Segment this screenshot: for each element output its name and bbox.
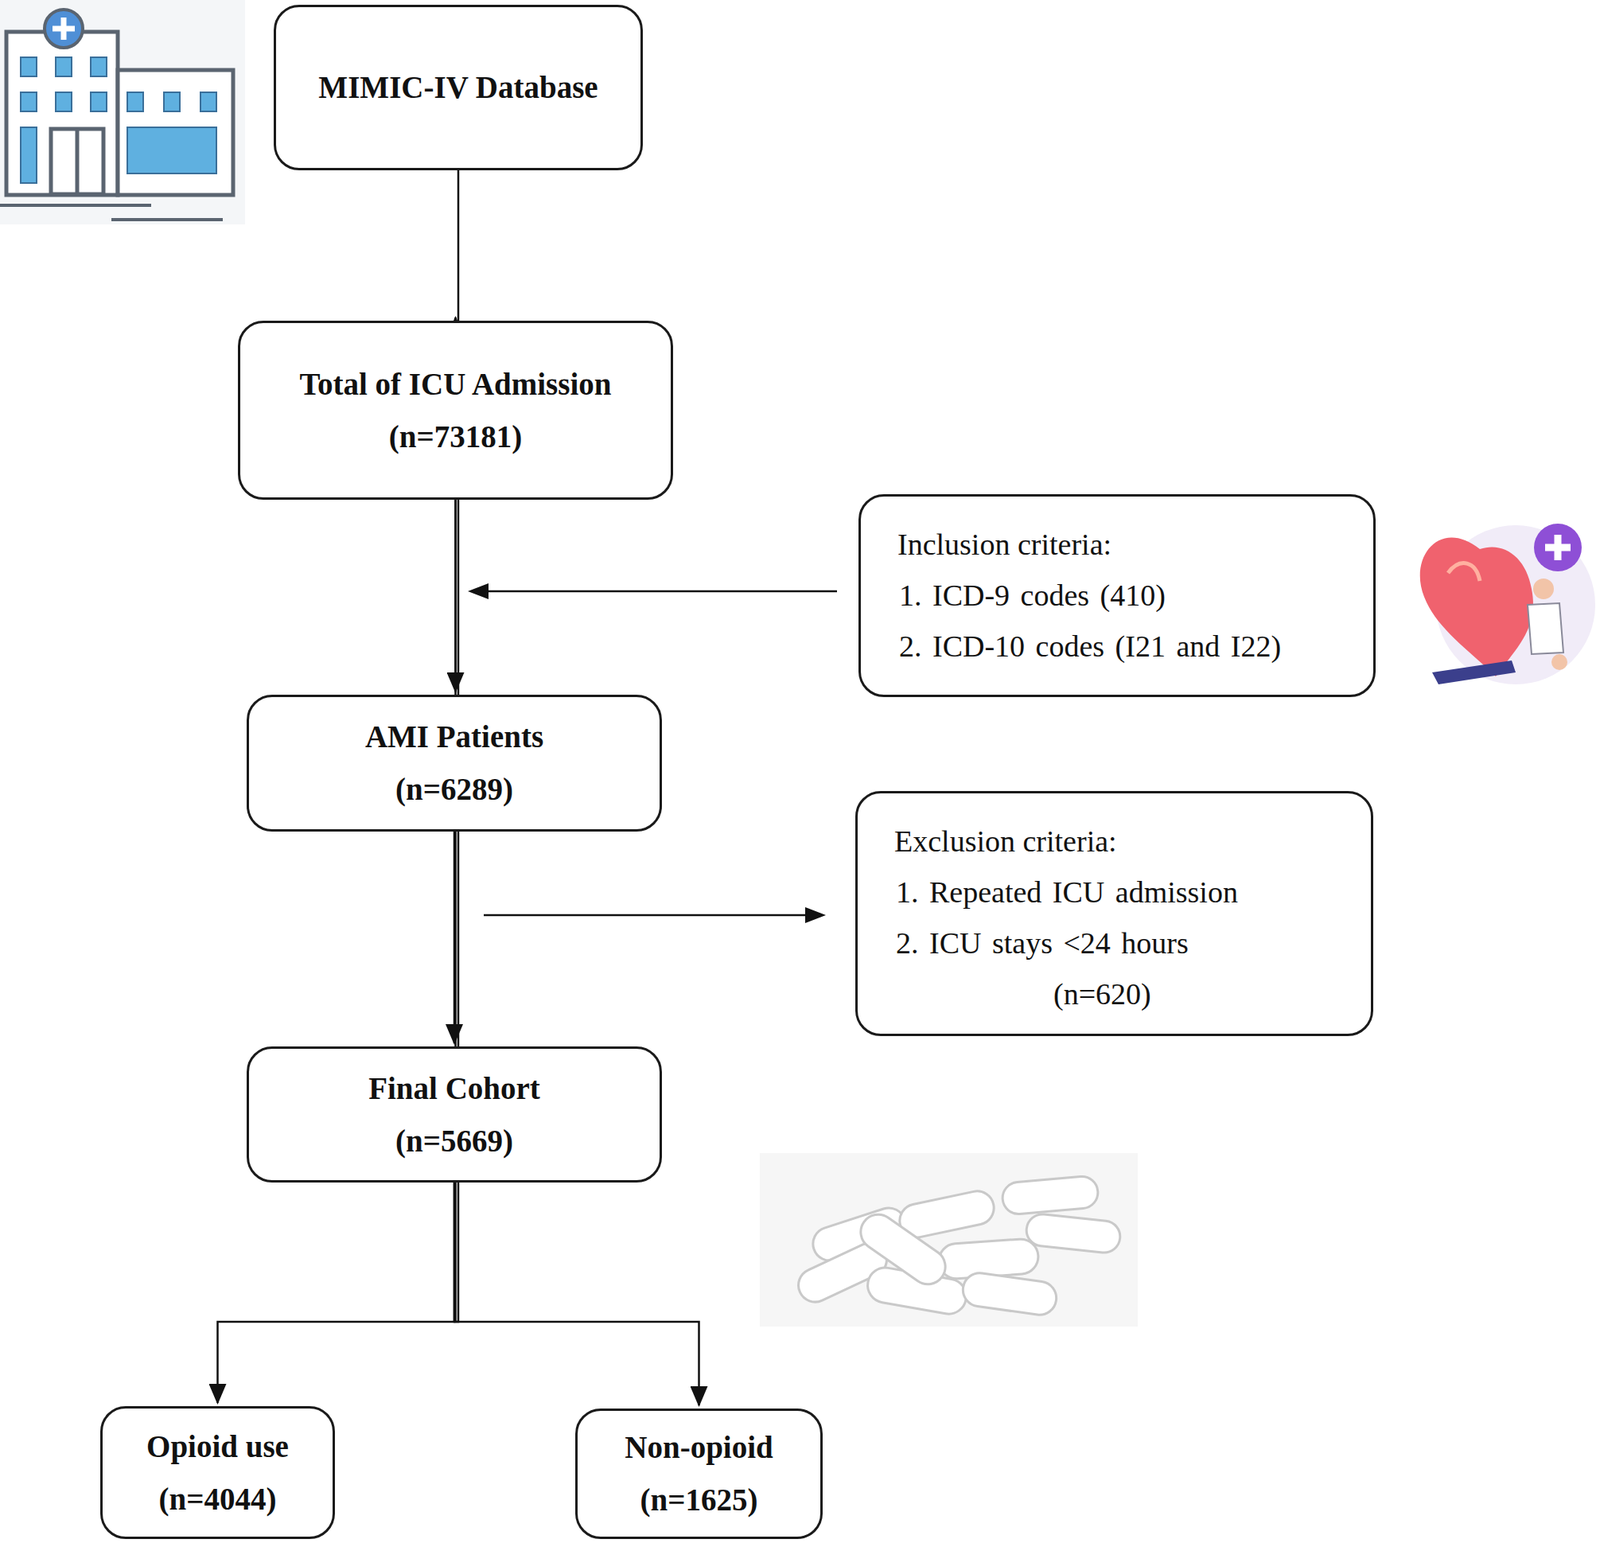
exclusion-pointer <box>483 914 809 917</box>
helper-body <box>1527 603 1564 655</box>
pills <box>793 1175 1122 1317</box>
node-text: (n=73181) <box>389 410 522 464</box>
hospital-icon <box>0 0 246 225</box>
node-text: (n=620) <box>894 968 1355 1020</box>
source-box: MIMIC-IV Database <box>273 4 643 171</box>
node-heading: Final Cohort <box>368 1062 541 1115</box>
cross-mark <box>52 17 75 40</box>
plus-mark <box>1545 534 1571 561</box>
photo-background <box>759 1152 1138 1327</box>
exclusion-pointer-head <box>805 907 826 923</box>
building-wing <box>117 70 234 195</box>
node-heading: Inclusion criteria: <box>897 518 1358 570</box>
node-text: 2. ICD-10 codes (I21 and I22) <box>897 620 1358 672</box>
node-heading: Non-opioid <box>624 1420 773 1474</box>
flow-arrow <box>454 499 457 692</box>
cross-badge <box>44 9 83 48</box>
node-heading: Total of ICU Admission <box>299 358 612 411</box>
node-heading: Exclusion criteria: <box>894 815 1355 867</box>
group-box: Opioid use(n=4044) <box>100 1405 335 1539</box>
node-text: 1. Repeated ICU admission <box>894 866 1355 918</box>
node-heading: Opioid use <box>146 1420 289 1473</box>
heart-shape <box>1420 537 1534 677</box>
node-heading: MIMIC-IV Database <box>318 61 598 114</box>
flow-arrow <box>453 831 456 1044</box>
node-text: (n=4044) <box>159 1472 277 1526</box>
node-text: 1. ICD-9 codes (410) <box>897 569 1358 621</box>
process-box: AMI Patients(n=6289) <box>246 694 662 832</box>
process-box: Total of ICU Admission(n=73181) <box>237 320 674 500</box>
plus-badge <box>1533 523 1582 572</box>
door <box>50 128 104 195</box>
node-text: (n=5669) <box>395 1114 514 1168</box>
icon-background <box>0 0 246 225</box>
group-box: Non-opioid(n=1625) <box>575 1408 823 1539</box>
lying-head <box>1551 654 1568 670</box>
inclusion-pointer-head <box>467 583 489 600</box>
heart-highlight <box>1448 563 1480 581</box>
building-tower <box>6 31 118 195</box>
node-text: (n=1625) <box>640 1473 759 1527</box>
inclusion-pointer <box>486 590 837 593</box>
door-split <box>75 128 80 195</box>
criteria-box: Inclusion criteria:1. ICD-9 codes (410)2… <box>858 494 1376 697</box>
process-box: Final Cohort(n=5669) <box>246 1046 662 1183</box>
flow-arrow <box>218 1182 456 1403</box>
helper-head <box>1533 578 1554 600</box>
node-heading: AMI Patients <box>365 710 544 764</box>
lying-person <box>1432 660 1516 685</box>
flow-arrow <box>454 1182 700 1406</box>
ground-lines <box>0 205 223 220</box>
pills-illustration <box>759 1152 1138 1327</box>
node-text: (n=6289) <box>395 763 514 816</box>
node-text: 2. ICU stays <24 hours <box>894 917 1355 969</box>
criteria-box: Exclusion criteria:1. Repeated ICU admis… <box>855 790 1374 1036</box>
heart-illustration <box>1420 523 1596 685</box>
